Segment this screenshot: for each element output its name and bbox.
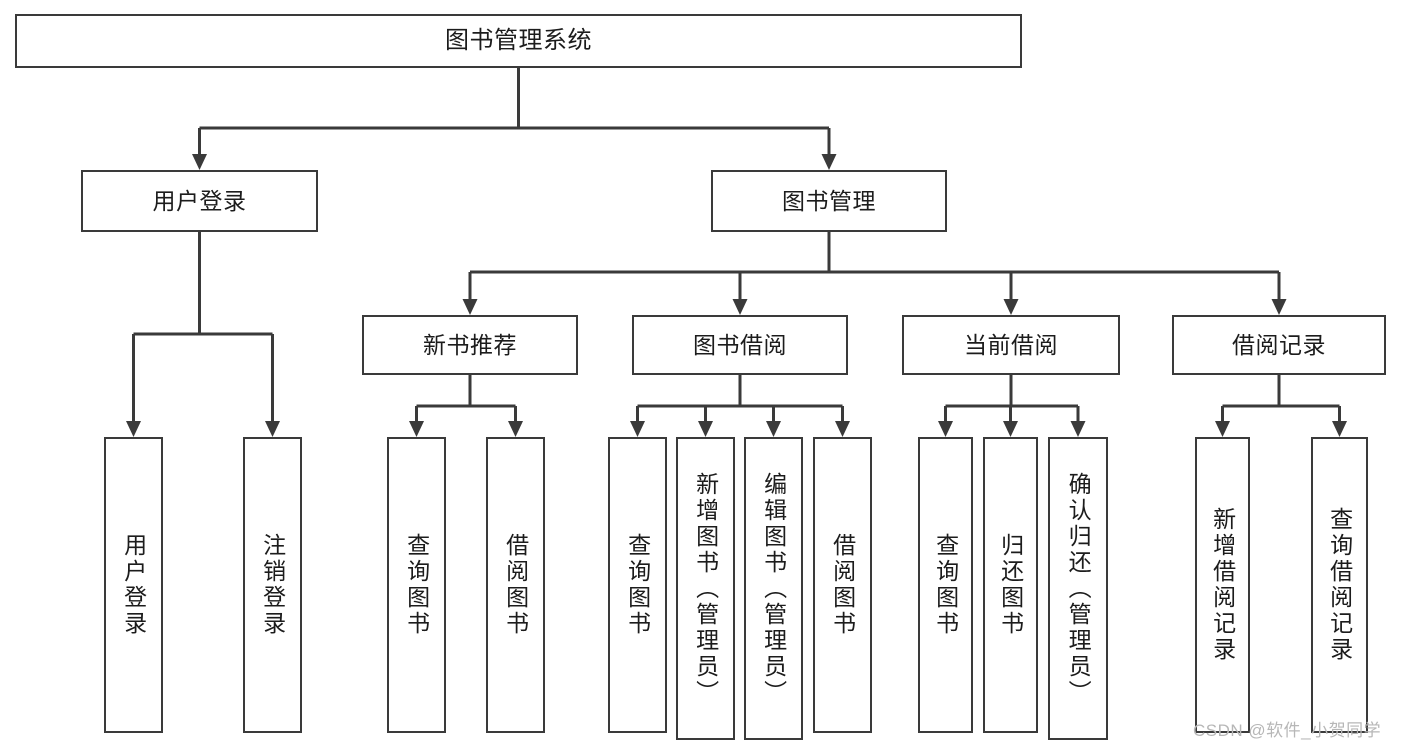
node-leaf-cb-return[interactable]: 归还图书 bbox=[983, 437, 1038, 733]
node-borrow-record[interactable]: 借阅记录 bbox=[1172, 315, 1386, 375]
node-label-leaf-cb-query: 查询图书 bbox=[932, 533, 959, 637]
node-label-leaf-logout: 注销登录 bbox=[259, 533, 286, 637]
node-label-borrow-record: 借阅记录 bbox=[1232, 331, 1326, 358]
node-leaf-user-login[interactable]: 用户登录 bbox=[104, 437, 163, 733]
node-leaf-bb-borrow[interactable]: 借阅图书 bbox=[813, 437, 872, 733]
node-leaf-bb-edit[interactable]: 编辑图书（管理员） bbox=[744, 437, 803, 740]
node-label-leaf-bb-borrow: 借阅图书 bbox=[829, 533, 856, 637]
node-leaf-bb-add[interactable]: 新增图书（管理员） bbox=[676, 437, 735, 740]
node-label-leaf-rec-query: 查询图书 bbox=[403, 533, 430, 637]
node-label-leaf-cb-confirm: 确认归还（管理员） bbox=[1065, 471, 1092, 706]
node-leaf-cb-confirm[interactable]: 确认归还（管理员） bbox=[1048, 437, 1108, 740]
node-label-root: 图书管理系统 bbox=[445, 27, 592, 55]
node-book-manage[interactable]: 图书管理 bbox=[711, 170, 947, 232]
node-leaf-cb-query[interactable]: 查询图书 bbox=[918, 437, 973, 733]
node-label-leaf-bb-edit: 编辑图书（管理员） bbox=[760, 471, 787, 706]
node-label-new-book-rec: 新书推荐 bbox=[423, 331, 517, 358]
node-current-borrow[interactable]: 当前借阅 bbox=[902, 315, 1120, 375]
node-leaf-br-add[interactable]: 新增借阅记录 bbox=[1195, 437, 1250, 733]
node-leaf-rec-borrow[interactable]: 借阅图书 bbox=[486, 437, 545, 733]
node-leaf-logout[interactable]: 注销登录 bbox=[243, 437, 302, 733]
csdn-watermark: CSDN @软件_小贺同学 bbox=[1193, 721, 1382, 740]
node-root[interactable]: 图书管理系统 bbox=[15, 14, 1022, 68]
node-label-leaf-cb-return: 归还图书 bbox=[997, 533, 1024, 637]
node-label-leaf-br-add: 新增借阅记录 bbox=[1209, 507, 1236, 663]
node-leaf-br-query[interactable]: 查询借阅记录 bbox=[1311, 437, 1368, 733]
node-label-leaf-br-query: 查询借阅记录 bbox=[1326, 507, 1353, 663]
node-book-borrow[interactable]: 图书借阅 bbox=[632, 315, 848, 375]
node-new-book-rec[interactable]: 新书推荐 bbox=[362, 315, 578, 375]
node-label-leaf-bb-query: 查询图书 bbox=[624, 533, 651, 637]
node-label-book-borrow: 图书借阅 bbox=[693, 331, 787, 358]
node-label-leaf-bb-add: 新增图书（管理员） bbox=[692, 471, 719, 706]
node-label-leaf-user-login: 用户登录 bbox=[120, 533, 147, 637]
node-label-book-manage: 图书管理 bbox=[782, 187, 876, 214]
node-label-current-borrow: 当前借阅 bbox=[964, 331, 1058, 358]
node-leaf-bb-query[interactable]: 查询图书 bbox=[608, 437, 667, 733]
node-label-user-login: 用户登录 bbox=[152, 187, 247, 214]
node-leaf-rec-query[interactable]: 查询图书 bbox=[387, 437, 446, 733]
node-user-login[interactable]: 用户登录 bbox=[81, 170, 318, 232]
node-label-leaf-rec-borrow: 借阅图书 bbox=[502, 533, 529, 637]
